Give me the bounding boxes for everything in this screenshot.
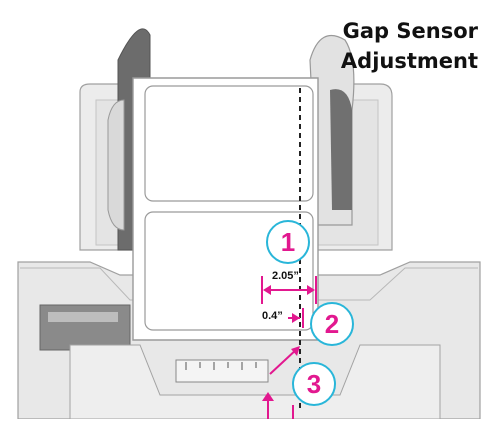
label-top <box>144 85 314 202</box>
sensor-scale <box>175 359 269 383</box>
sensor-pointer-arrowhead <box>291 346 300 356</box>
dim-2-05-arrowhead-left <box>263 285 271 295</box>
sensor-pointer-arrow <box>269 347 299 375</box>
callout-1: 1 <box>266 220 310 264</box>
left-feed-guide-highlight <box>48 312 118 322</box>
sensor-scale-ticks <box>185 362 257 370</box>
dimension-label-2-05: 2.05” <box>272 270 299 282</box>
diagram-title: Gap Sensor Adjustment <box>328 16 478 76</box>
callout-2: 2 <box>310 302 354 346</box>
title-line-1: Gap Sensor <box>342 19 478 43</box>
bottom-up-arrowhead <box>262 392 274 401</box>
dimension-label-0-4: 0.4” <box>262 310 283 322</box>
dim-0-4-arrowhead <box>292 313 300 323</box>
dim-2-05-arrowhead-right <box>307 285 315 295</box>
left-feed-guide <box>39 304 131 351</box>
callout-3: 3 <box>292 362 336 406</box>
right-spool-shadow <box>330 89 352 210</box>
left-spool-hub <box>107 99 125 231</box>
title-line-2: Adjustment <box>340 49 478 73</box>
